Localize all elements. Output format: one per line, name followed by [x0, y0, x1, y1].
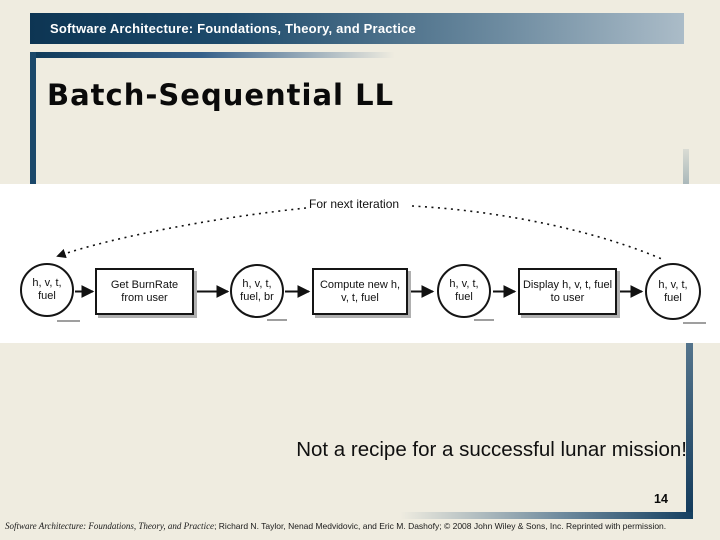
node-text: Compute new h,	[319, 278, 401, 291]
loop-label: For next iteration	[309, 197, 400, 211]
node-text: Get BurnRate	[110, 278, 179, 291]
node-text: fuel	[455, 291, 473, 303]
right-accent-bar-upper	[683, 149, 689, 184]
bottom-accent-bar	[400, 512, 693, 519]
diagram-connectors	[56, 205, 706, 324]
right-accent-bar-lower	[686, 343, 693, 519]
node-state-with-burnrate: h, v, t, fuel, br	[230, 264, 284, 318]
node-state-updated: h, v, t, fuel	[437, 264, 491, 318]
page-number: 14	[654, 492, 668, 506]
node-display-to-user: Display h, v, t, fuel to user	[518, 268, 617, 315]
node-text: from user	[121, 291, 168, 304]
node-text: h, v, t,	[242, 278, 272, 290]
node-text: v, t, fuel	[341, 291, 379, 304]
node-text: fuel	[664, 291, 682, 304]
slide-header-bar: Software Architecture: Foundations, Theo…	[30, 13, 684, 44]
node-text: Display h, v, t, fuel	[522, 278, 613, 291]
loop-arrow-right-segment	[411, 205, 665, 261]
node-state-final: h, v, t, fuel	[645, 263, 701, 320]
node-compute-new: Compute new h, v, t, fuel	[312, 268, 408, 315]
header-title: Software Architecture: Foundations, Theo…	[50, 21, 416, 36]
loop-arrow-left-segment	[56, 207, 307, 259]
node-state-initial: h, v, t, fuel	[20, 263, 74, 317]
node-text: fuel	[38, 290, 56, 302]
footer-book-title: Software Architecture: Foundations, Theo…	[5, 521, 215, 531]
node-text: h, v, t,	[658, 278, 688, 291]
callout-text: Not a recipe for a successful lunar miss…	[296, 438, 687, 461]
node-text: h, v, t,	[449, 278, 479, 290]
left-accent-bar	[30, 52, 36, 184]
page-title: Batch-Sequential LL	[47, 78, 395, 112]
title-rule	[30, 52, 410, 58]
node-text: fuel, br	[240, 291, 274, 303]
footer-authors: ; Richard N. Taylor, Nenad Medvidovic, a…	[214, 521, 667, 531]
node-get-burnrate: Get BurnRate from user	[95, 268, 194, 315]
node-text: to user	[550, 291, 585, 304]
footer-credit: Software Architecture: Foundations, Theo…	[5, 521, 717, 531]
pipeline-diagram: For next iteration h, v, t, fuel Get Bur…	[0, 184, 720, 343]
node-text: h, v, t,	[32, 277, 62, 289]
